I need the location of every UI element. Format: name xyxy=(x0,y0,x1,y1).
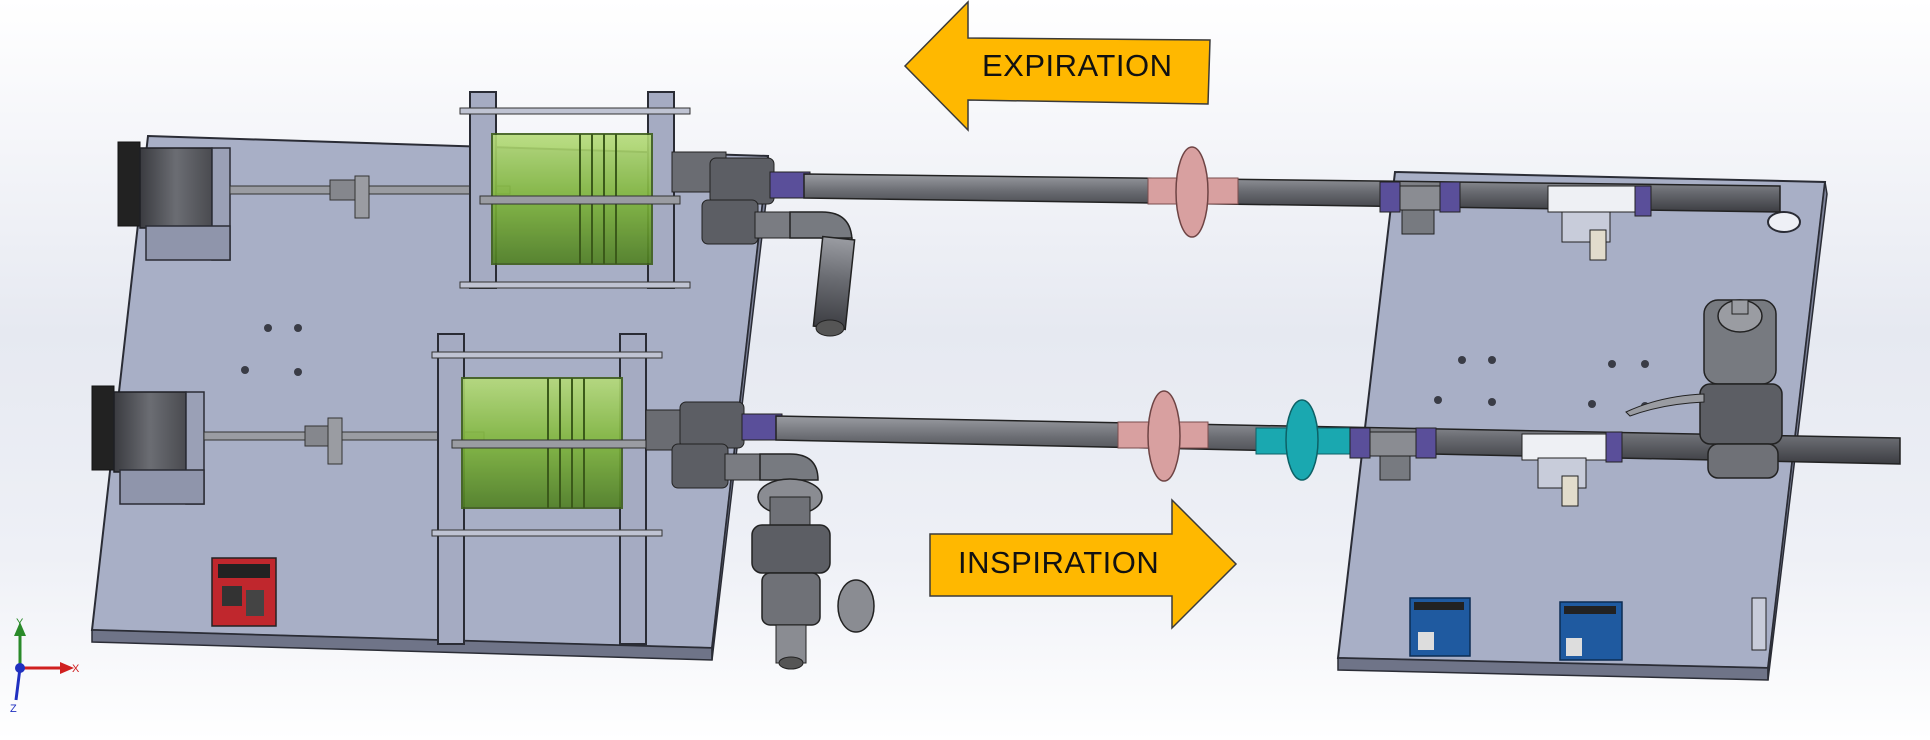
inspiration-arrow xyxy=(929,498,1238,630)
expiration-pipe-line xyxy=(769,146,1781,261)
triad-z-label: Z xyxy=(10,703,17,715)
expiration-label: EXPIRATION xyxy=(982,48,1173,83)
arduino-board-left xyxy=(1409,597,1471,657)
lower-stepper-motor xyxy=(91,385,205,505)
coordinate-triad: Y X Z xyxy=(10,617,80,715)
inspiration-pink-flange xyxy=(1117,390,1209,482)
upper-piston-unit xyxy=(117,91,856,337)
triad-y-label: Y xyxy=(16,617,24,629)
motor-driver-board xyxy=(211,557,277,627)
arduino-board-right xyxy=(1559,601,1623,661)
expiration-pink-flange xyxy=(1147,146,1239,238)
proportional-valve xyxy=(1625,299,1783,479)
inspiration-pipe-line xyxy=(741,390,1901,507)
inspiration-teal-flange xyxy=(1255,399,1353,481)
inspiration-label: INSPIRATION xyxy=(958,545,1160,580)
right-base-plate xyxy=(1336,170,1828,681)
pressure-regulator xyxy=(751,478,875,670)
expiration-arrow xyxy=(903,0,1211,132)
upper-stepper-motor xyxy=(117,141,231,261)
lower-piston-unit xyxy=(91,333,819,645)
triad-x-label: X xyxy=(72,663,80,675)
